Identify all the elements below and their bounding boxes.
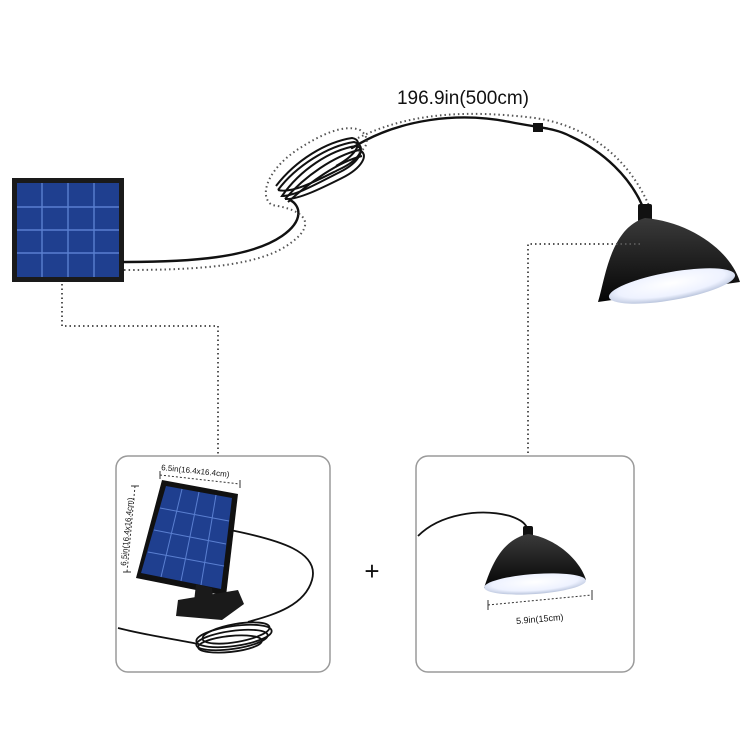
lamp-width-dimension: 5.9in(15cm): [487, 590, 593, 626]
cable-main: [122, 116, 644, 264]
solar-panel-detail: [136, 480, 244, 620]
connector-lines: [61, 243, 640, 454]
cable-coil: [275, 136, 365, 203]
solar-panel-main: [12, 178, 124, 282]
cable-detail-lamp: [417, 511, 529, 537]
plus-sign: +: [364, 556, 379, 586]
solar-panel-grid: [17, 183, 119, 277]
pendant-lamp-detail: [484, 526, 586, 595]
lamp-light-ellipse: [608, 268, 736, 304]
cable-dotted-outline: [123, 112, 651, 271]
pendant-lamp-main: [598, 204, 740, 304]
cable-length-label: 196.9in(500cm): [397, 88, 529, 109]
cable-detail-panel: [117, 529, 314, 654]
svg-text:5.9in(15cm): 5.9in(15cm): [516, 612, 564, 626]
